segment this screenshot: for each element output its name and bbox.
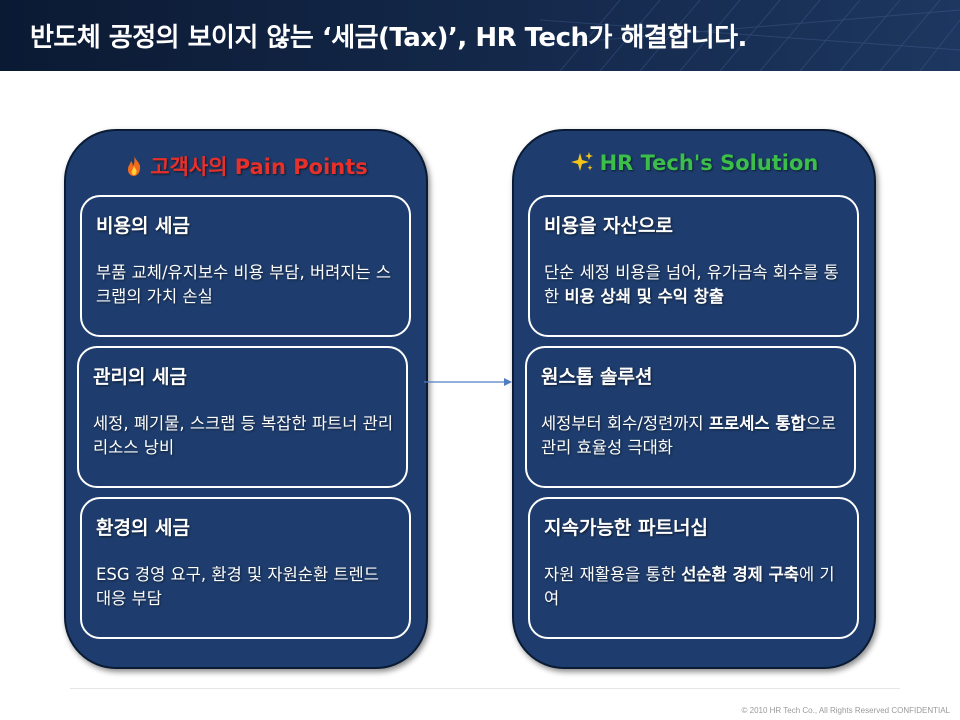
copyright-footer: © 2010 HR Tech Co., All Rights Reserved … — [741, 706, 951, 715]
title-bar-pattern — [540, 0, 960, 71]
cost-tax-text: 부품 교체/유지보수 비용 부담, 버려지는 스크랩의 가치 손실 — [96, 263, 392, 306]
connector-arrow — [424, 378, 512, 386]
page-title: 반도체 공정의 보이지 않는 ‘세금(Tax)’, HR Tech가 해결합니다… — [30, 23, 747, 53]
cost-to-asset-card: 비용을 자산으로 단순 세정 비용을 넘어, 유가금속 회수를 통한 비용 상쇄… — [528, 195, 859, 337]
pain-points-heading: 고객사의 Pain Points — [66, 151, 426, 182]
solution-panel: HR Tech's Solution 비용을 자산으로 단순 세정 비용을 넘어… — [512, 129, 876, 669]
environment-tax-card: 환경의 세금 ESG 경영 요구, 환경 및 자원순환 트렌드 대응 부담 — [80, 497, 411, 639]
footer-divider — [70, 688, 900, 689]
management-tax-title: 관리의 세금 — [93, 366, 188, 388]
cost-to-asset-title: 비용을 자산으로 — [544, 215, 673, 237]
sustainable-partnership-card: 지속가능한 파트너십 자원 재활용을 통한 선순환 경제 구축에 기여 — [528, 497, 859, 639]
sustainable-partnership-text: 자원 재활용을 통한 선순환 경제 구축에 기여 — [544, 565, 835, 608]
solution-heading-text: HR Tech's Solution — [599, 151, 819, 175]
environment-tax-text: ESG 경영 요구, 환경 및 자원순환 트렌드 대응 부담 — [96, 565, 379, 608]
cost-tax-title: 비용의 세금 — [96, 215, 191, 237]
pain-points-heading-text: 고객사의 Pain Points — [150, 155, 368, 179]
management-tax-card: 관리의 세금 세정, 폐기물, 스크랩 등 복잡한 파트너 관리 리소스 낭비 — [77, 346, 408, 488]
management-tax-text: 세정, 폐기물, 스크랩 등 복잡한 파트너 관리 리소스 낭비 — [93, 414, 394, 457]
title-bar: 반도체 공정의 보이지 않는 ‘세금(Tax)’, HR Tech가 해결합니다… — [0, 0, 960, 71]
environment-tax-title: 환경의 세금 — [96, 517, 191, 539]
sustainable-partnership-title: 지속가능한 파트너십 — [544, 517, 708, 539]
cost-to-asset-text: 단순 세정 비용을 넘어, 유가금속 회수를 통한 비용 상쇄 및 수익 창출 — [544, 263, 839, 306]
pain-points-panel: 고객사의 Pain Points 비용의 세금 부품 교체/유지보수 비용 부담… — [64, 129, 428, 669]
flame-icon — [124, 155, 144, 182]
one-stop-solution-card: 원스톱 솔루션 세정부터 회수/정련까지 프로세스 통합으로 관리 효율성 극대… — [525, 346, 856, 488]
one-stop-solution-title: 원스톱 솔루션 — [541, 366, 653, 388]
cost-tax-card: 비용의 세금 부품 교체/유지보수 비용 부담, 버려지는 스크랩의 가치 손실 — [80, 195, 411, 337]
one-stop-solution-text: 세정부터 회수/정련까지 프로세스 통합으로 관리 효율성 극대화 — [541, 414, 837, 457]
sparkles-icon — [570, 151, 594, 178]
solution-heading: HR Tech's Solution — [514, 151, 874, 178]
